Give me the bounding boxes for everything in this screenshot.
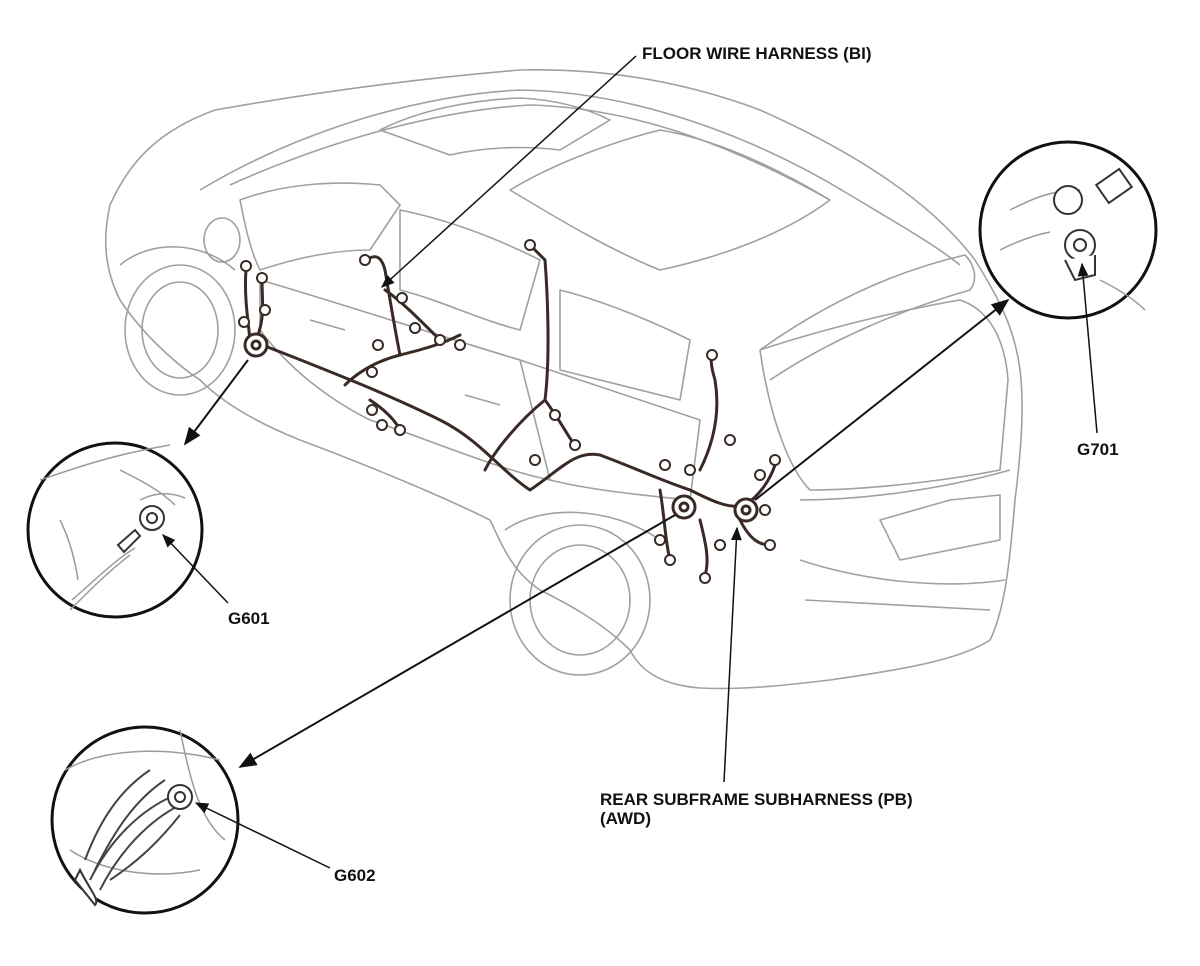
reference-arrows [183,298,1010,768]
floor-wire-harness [243,243,777,577]
g701-label: G701 [1077,440,1119,459]
harness-connectors [238,239,781,584]
rear-subharness-line2: (AWD) [600,809,651,828]
vehicle-outline [104,68,1023,690]
floor-wire-harness-label: FLOOR WIRE HARNESS (BI) [642,44,872,63]
ground-points [243,332,759,523]
detail-circle-g601 [26,441,204,619]
g602-label: G602 [334,866,376,885]
rear-subframe-subharness-label: REAR SUBFRAME SUBHARNESS (PB) (AWD) [600,790,913,828]
detail-circle-g701 [978,140,1158,320]
leader-lines [162,55,1098,869]
rear-subharness-line1: REAR SUBFRAME SUBHARNESS (PB) [600,790,913,809]
detail-circle-g602 [50,725,240,915]
g601-label: G601 [228,609,270,628]
